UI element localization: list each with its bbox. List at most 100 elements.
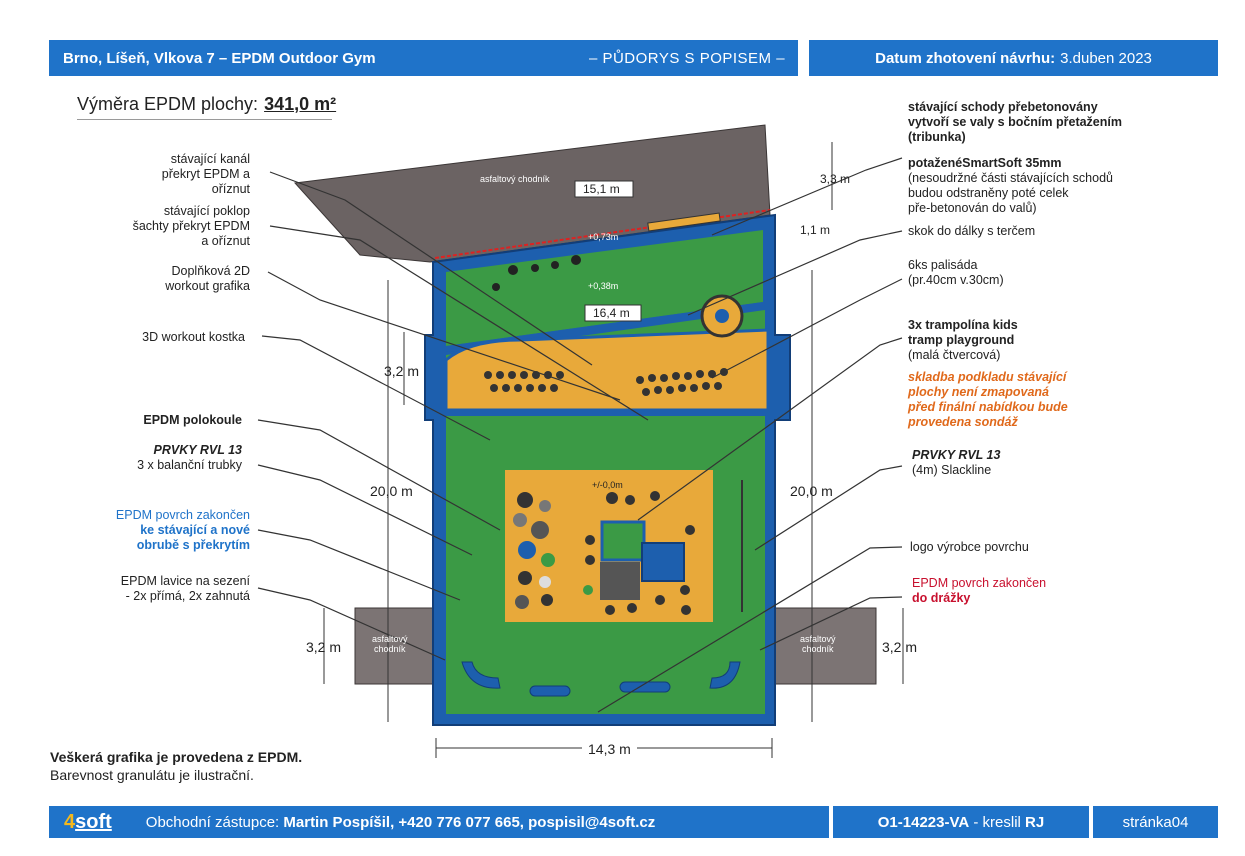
label-kanal-3: oříznut	[211, 182, 250, 196]
label-lavice-2: - 2x přímá, 2x zahnutá	[125, 589, 250, 603]
dim-15-1: 15,1 m	[583, 182, 620, 196]
dim-box-16-4	[584, 304, 642, 322]
notes: Veškerá grafika je provedena z EPDM. Bar…	[50, 748, 302, 784]
top-green-zone	[446, 230, 763, 346]
asphalt-left-line2: chodník	[374, 644, 406, 654]
dim-3-2-left: 3,2 m	[306, 639, 342, 655]
label-povrch-blue: EPDM povrch zakončen ke stávající a nové…	[116, 508, 250, 553]
footer-page: stránka04	[1093, 806, 1218, 838]
level-038: +0,38m	[588, 281, 619, 291]
asphalt-right-line1: asfaltový	[800, 634, 836, 644]
dim-14-3: 14,3 m	[582, 742, 637, 757]
date-label: Datum zhotovení návrhu:	[875, 49, 1056, 67]
rep-value: Martin Pospíšil, +420 776 077 665, pospi…	[283, 813, 656, 831]
label-palisada-1: 6ks palisáda	[908, 258, 978, 272]
label-rvl-left-desc: 3 x balanční trubky	[137, 458, 242, 472]
dim-1-1: 1,1 m	[800, 223, 831, 237]
label-kostka: 3D workout kostka	[142, 330, 245, 344]
label-poklop-1: stávající poklop	[163, 204, 250, 218]
label-logo: logo výrobce povrchu	[910, 540, 1029, 554]
label-trampolina-2: tramp playground	[908, 333, 1015, 347]
date-value: 3.duben 2023	[1060, 49, 1152, 67]
label-lavice: EPDM lavice na sezení - 2x přímá, 2x zah…	[121, 574, 250, 604]
doc-code: O1-14223-VA	[877, 813, 970, 831]
dim-20-left: 20,0 m	[370, 483, 413, 499]
label-povrch-red-1: EPDM povrch zakončen	[912, 576, 1047, 590]
area-label: Výměra EPDM plochy:	[77, 94, 259, 114]
label-polokoule: EPDM polokoule	[143, 413, 242, 427]
asphalt-top-label: asfaltový chodník	[480, 174, 550, 184]
label-smartsoft-3: pře-betonován do valů)	[908, 201, 1037, 215]
logo-word: soft	[75, 810, 112, 833]
label-grafika: Doplňková 2D workout grafika	[165, 264, 250, 294]
area-underline	[77, 119, 332, 120]
label-skladba: skladba podkladu stávající plochy není z…	[908, 370, 1068, 430]
label-schody: stávající schody přebetonovány vytvoří s…	[908, 100, 1122, 145]
company-logo: 4soft	[64, 811, 112, 834]
label-schody-1: stávající schody přebetonovány	[908, 100, 1098, 114]
label-skladba-1: skladba podkladu stávající	[908, 370, 1067, 384]
rep-label: Obchodní zástupce:	[145, 813, 280, 831]
label-schody-2: vytvoří se valy s bočním přetažením	[908, 115, 1122, 129]
area-value: 341,0 m²	[264, 94, 337, 114]
area-summary: Výměra EPDM plochy:341,0 m²	[77, 94, 336, 115]
doc-author: RJ	[1025, 813, 1045, 831]
header-section-title: – PŮDORYS S POPISEM –	[576, 40, 798, 76]
dim-16-4: 16,4 m	[593, 306, 630, 320]
level-073: +0,73m	[588, 232, 619, 242]
top-stones	[492, 255, 581, 291]
leader-lines	[257, 157, 903, 713]
long-jump-track	[647, 212, 721, 232]
palisade-center	[715, 309, 729, 323]
trampoline-blue	[641, 542, 685, 582]
trampoline-grey	[600, 562, 640, 600]
label-povrch-blue-1: EPDM povrch zakončen	[115, 508, 250, 522]
label-povrch-blue-2: ke stávající a nové	[140, 523, 250, 537]
label-kanal-1: stávající kanál	[170, 152, 250, 166]
label-palisada-2: (pr.40cm v.30cm)	[908, 273, 1004, 287]
label-palisada: 6ks palisáda (pr.40cm v.30cm)	[908, 258, 1004, 288]
level-0: +/-0,0m	[592, 480, 623, 490]
footer-contact: 4soft Obchodní zástupce: Martin Pospíšil…	[49, 806, 829, 838]
label-rvl-right-title: PRVKY RVL 13	[912, 448, 1001, 462]
label-povrch-red-2: do drážky	[912, 591, 971, 605]
label-trampolina-1: 3x trampolína kids	[908, 318, 1018, 332]
label-povrch-blue-3: obrubě s překrytím	[136, 538, 250, 552]
dim-box-15-1	[574, 180, 634, 198]
dim-20-right: 20,0 m	[790, 483, 833, 499]
label-skladba-3: před finální nabídkou bude	[908, 400, 1068, 414]
asphalt-left	[354, 607, 436, 685]
label-poklop: stávající poklop šachty překryt EPDM a o…	[133, 204, 250, 249]
label-poklop-3: a oříznut	[201, 234, 250, 248]
label-skok: skok do dálky s terčem	[908, 224, 1036, 238]
label-rvl-left: PRVKY RVL 13 3 x balanční trubky	[137, 443, 242, 473]
label-rvl-right-desc: (4m) Slackline	[912, 463, 992, 477]
label-lavice-1: EPDM lavice na sezení	[120, 574, 250, 588]
label-smartsoft-2: budou odstraněny poté celek	[908, 186, 1069, 200]
bottom-benches	[461, 661, 741, 697]
dim-3-3: 3,3 m	[820, 172, 851, 186]
dim-3-2-right: 3,2 m	[882, 639, 918, 655]
asphalt-left-line1: asfaltový	[372, 634, 408, 644]
label-rvl-left-title: PRVKY RVL 13	[153, 443, 242, 457]
label-smartsoft-1: (nesoudržné části stávajících schodů	[908, 171, 1113, 185]
logo-digit: 4	[64, 810, 76, 833]
label-schody-3: (tribunka)	[908, 130, 966, 144]
doc-sep: - kreslil	[969, 813, 1026, 831]
asphalt-right-line2: chodník	[802, 644, 834, 654]
label-trampolina: 3x trampolína kids tramp playground (mal…	[908, 318, 1018, 363]
trampoline-green	[600, 520, 646, 562]
footer-doc-code: O1-14223-VA - kreslil RJ	[833, 806, 1089, 838]
header-location-title: Brno, Líšeň, Vlkova 7 – EPDM Outdoor Gym	[49, 40, 579, 76]
label-povrch-red: EPDM povrch zakončen do drážky	[912, 576, 1046, 606]
label-grafika-1: Doplňková 2D	[171, 264, 250, 278]
asphalt-left-label: asfaltový chodník	[372, 634, 408, 654]
note-line-1: Veškerá grafika je provedena z EPDM.	[50, 749, 303, 765]
label-kanal-2: překryt EPDM a	[161, 167, 250, 181]
label-smartsoft-title: potaženéSmartSoft 35mm	[908, 156, 1062, 170]
label-kanal: stávající kanál překryt EPDM a oříznut	[162, 152, 250, 197]
orange-band-dots	[484, 368, 728, 396]
label-skladba-4: provedena sondáž	[908, 415, 1018, 429]
orange-band	[444, 328, 770, 412]
